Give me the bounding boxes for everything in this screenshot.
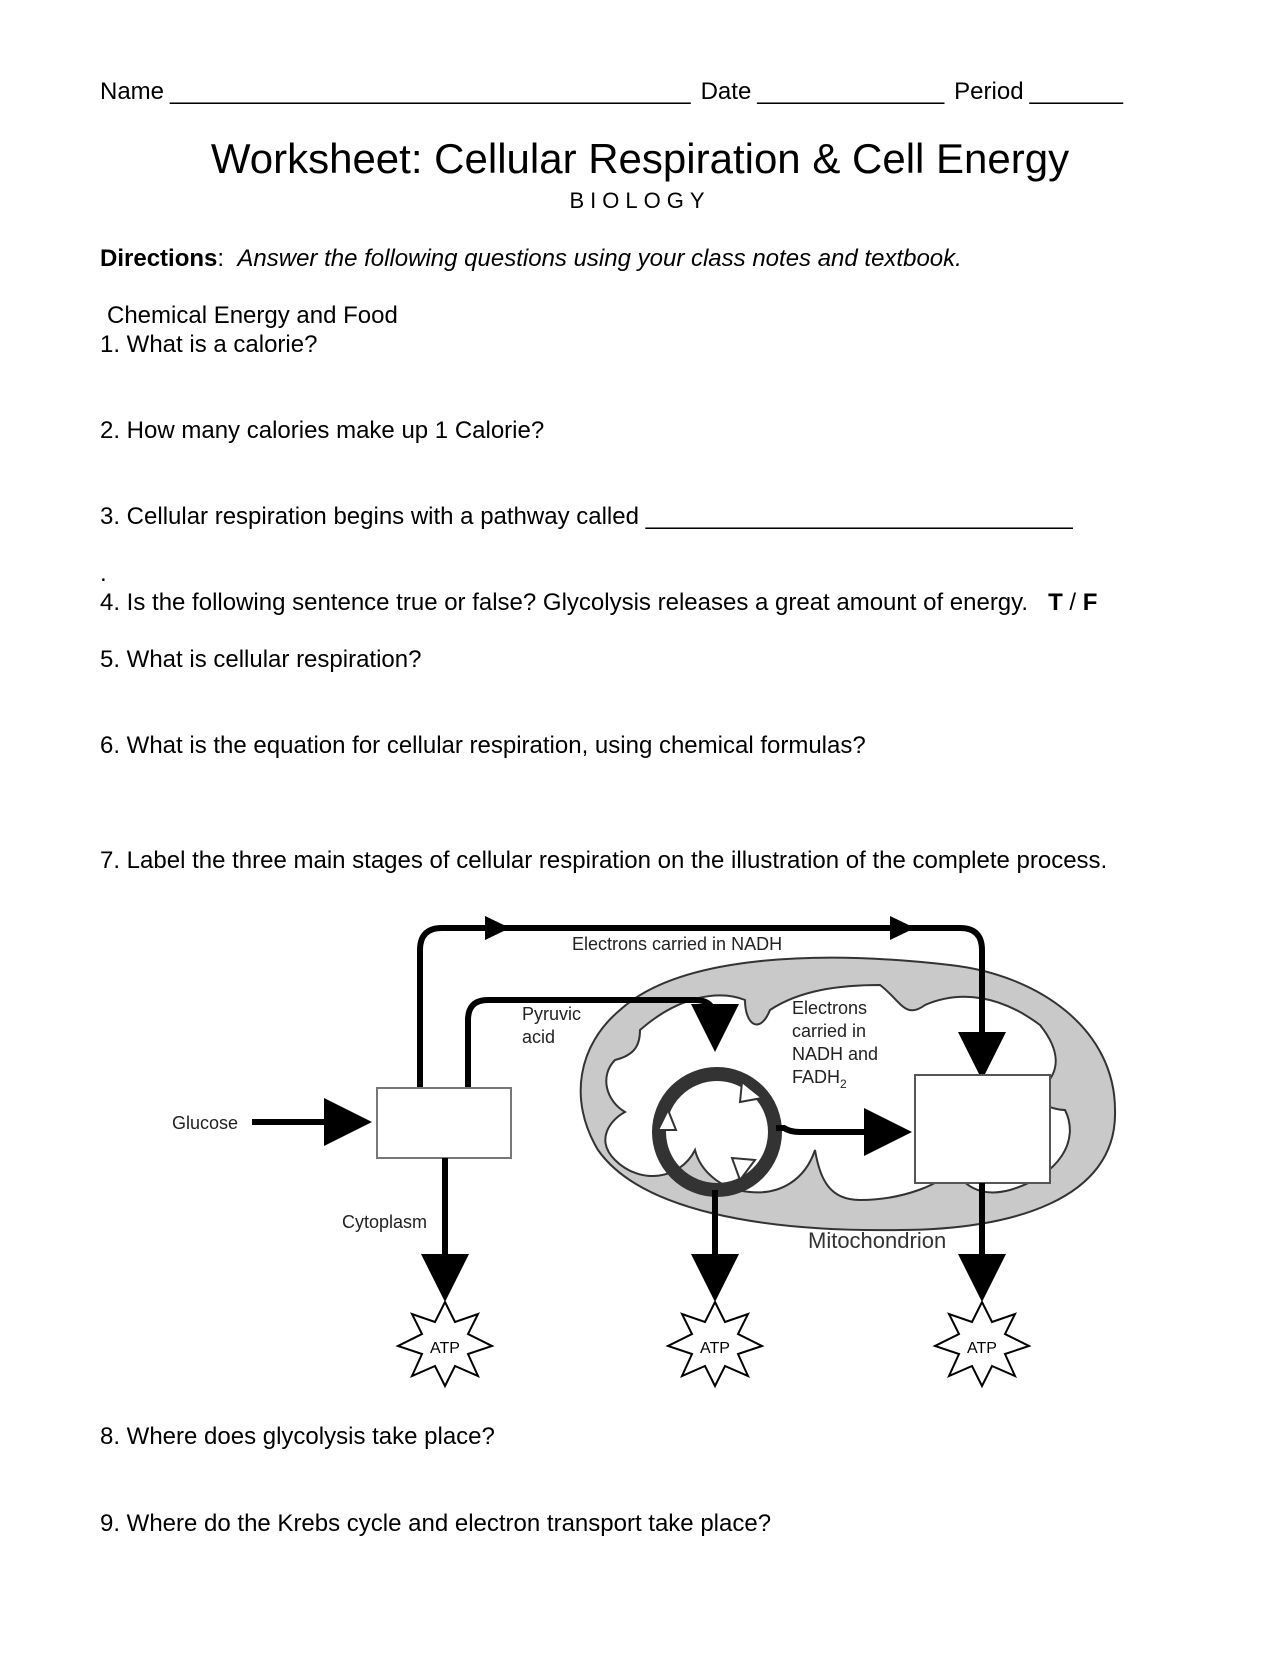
- electrons-fadh-line1: Electrons: [792, 998, 867, 1018]
- nadh-arrow-head-2: [890, 916, 915, 940]
- page-title: Worksheet: Cellular Respiration & Cell E…: [210, 135, 1070, 182]
- question-7: 7. Label the three main stages of cellul…: [100, 847, 1108, 874]
- header-row: Name ___________________________________…: [100, 80, 1164, 104]
- pyruvic-arrow-path: [465, 997, 739, 1090]
- question-8: 8. Where does glycolysis take place?: [100, 1423, 495, 1450]
- electron-transport-label-box: [914, 1074, 1051, 1184]
- question-4: 4. Is the following sentence true or fal…: [100, 591, 1097, 615]
- pyruvic-label-line2: acid: [522, 1027, 555, 1047]
- name-blank: _______________________________________: [170, 78, 691, 105]
- section-heading: Chemical Energy and Food: [107, 302, 398, 329]
- electrons-fadh-line2: carried in: [792, 1021, 866, 1041]
- true-option: T: [1048, 589, 1063, 616]
- cytoplasm-label: Cytoplasm: [342, 1212, 427, 1232]
- directions-label: Directions: [100, 245, 218, 272]
- glucose-label: Glucose: [172, 1113, 238, 1133]
- cellular-respiration-diagram: ATP ATP ATP Electrons carried in NADH Py…: [172, 916, 1117, 1389]
- period-blank: _______: [1029, 78, 1123, 105]
- glycolysis-label-box: [376, 1087, 512, 1159]
- question-9: 9. Where do the Krebs cycle and electron…: [100, 1510, 772, 1537]
- atp-burst-1: ATP: [395, 1299, 495, 1389]
- electrons-fadh-line3: NADH and: [792, 1044, 878, 1064]
- nadh-arrow-head-1: [485, 916, 510, 940]
- mitochondrion-label: Mitochondrion: [808, 1228, 946, 1253]
- date-blank: ______________: [757, 78, 945, 105]
- directions: Directions: Answer the following questio…: [100, 247, 962, 271]
- fadh-subscript: 2: [840, 1077, 847, 1091]
- question-1: 1. What is a calorie?: [100, 331, 318, 358]
- name-label: Name: [100, 78, 165, 105]
- question-5: 5. What is cellular respiration?: [100, 646, 422, 673]
- question-4-text: 4. Is the following sentence true or fal…: [100, 589, 1029, 616]
- krebs-to-etc-arrow: [776, 1108, 912, 1156]
- tf-separator: /: [1062, 589, 1083, 616]
- atp-burst-3: ATP: [932, 1299, 1032, 1389]
- atp-label-3: ATP: [967, 1340, 997, 1357]
- question-3-dot: .: [100, 560, 107, 587]
- fadh-text: FADH: [792, 1067, 840, 1087]
- directions-colon: :: [217, 245, 225, 272]
- atp-label-2: ATP: [700, 1340, 730, 1357]
- false-option: F: [1082, 589, 1098, 616]
- question-2: 2. How many calories make up 1 Calorie?: [100, 417, 545, 444]
- question-3: 3. Cellular respiration begins with a pa…: [100, 503, 1073, 530]
- electrons-fadh-line4: FADH2: [792, 1067, 847, 1091]
- nadh-arrow-path: [417, 925, 1006, 1090]
- question-6: 6. What is the equation for cellular res…: [100, 732, 866, 759]
- directions-text: Answer the following questions using you…: [237, 245, 962, 272]
- electrons-nadh-label: Electrons carried in NADH: [572, 934, 782, 954]
- pyruvic-label-line1: Pyruvic: [522, 1004, 581, 1024]
- period-label: Period: [954, 78, 1024, 105]
- atp-burst-2: ATP: [665, 1299, 765, 1389]
- atp-label-1: ATP: [430, 1340, 460, 1357]
- page-subtitle: BIOLOGY: [569, 188, 711, 213]
- date-label: Date: [700, 78, 752, 105]
